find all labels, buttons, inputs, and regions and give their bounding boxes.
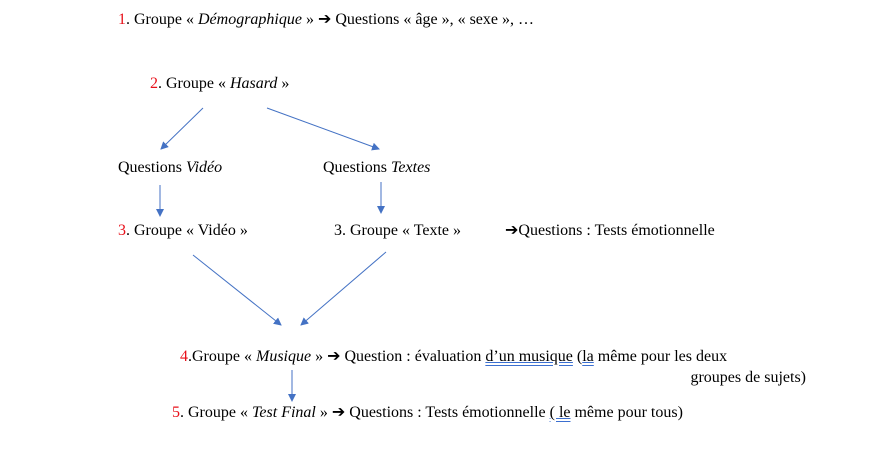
text: Questions : Tests émotionnelle bbox=[518, 222, 715, 239]
texte-questions: ➔Questions : Tests émotionnelle bbox=[505, 222, 715, 240]
arrow-texte-to-musique bbox=[300, 251, 387, 326]
text: Questions : Tests émotionnelle bbox=[345, 404, 550, 421]
step-number: 5 bbox=[172, 404, 180, 421]
text: . Groupe « Vidéo » bbox=[126, 222, 248, 239]
arrow-right-icon: ➔ bbox=[327, 348, 341, 365]
group-name: Test Final bbox=[251, 404, 316, 421]
text: . Groupe « bbox=[180, 404, 252, 421]
group-name: Hasard bbox=[229, 75, 278, 92]
branch-name: Vidéo bbox=[186, 159, 223, 176]
branch-name: Textes bbox=[391, 159, 431, 176]
text: ( bbox=[572, 348, 583, 365]
group-name: Musique bbox=[255, 348, 312, 365]
text: » bbox=[301, 11, 318, 28]
step-1-demographique: 1. Groupe « Démographique » ➔ Questions … bbox=[118, 11, 534, 29]
arrow-video-to-musique bbox=[192, 254, 282, 326]
text: . Groupe « bbox=[158, 75, 230, 92]
group-name: Démographique bbox=[197, 11, 302, 28]
step-3-texte: 3. Groupe « Texte » bbox=[334, 222, 461, 239]
arrow-right-icon: ➔ bbox=[505, 222, 519, 239]
arrow-hasard-to-textes bbox=[266, 107, 380, 151]
arrow-right-icon: ➔ bbox=[317, 11, 332, 28]
text: Questions bbox=[323, 159, 391, 176]
step-4-wrap: groupes de sujets) bbox=[690, 369, 806, 386]
arrow-hasard-to-video bbox=[160, 107, 204, 150]
step-2-hasard: 2. Groupe « Hasard » bbox=[150, 75, 289, 93]
text: Question : évaluation bbox=[340, 348, 486, 365]
text: . Groupe « bbox=[126, 11, 198, 28]
step-number: 4 bbox=[180, 348, 188, 365]
text: même pour tous) bbox=[570, 404, 683, 421]
step-3-video: 3. Groupe « Vidéo » bbox=[118, 222, 248, 240]
grammar-flag[interactable]: d’un musique bbox=[485, 348, 573, 365]
text: Questions « âge », « sexe », … bbox=[331, 11, 535, 28]
branch-video-questions: Questions Vidéo bbox=[118, 159, 222, 177]
text: » bbox=[315, 404, 332, 421]
branch-textes-questions: Questions Textes bbox=[323, 159, 430, 177]
text: .Groupe « bbox=[188, 348, 256, 365]
text: » bbox=[311, 348, 328, 365]
text: même pour les deux bbox=[593, 348, 728, 365]
step-number: 3 bbox=[118, 222, 126, 239]
arrow-right-icon: ➔ bbox=[331, 404, 346, 421]
grammar-flag[interactable]: ( le bbox=[549, 404, 571, 421]
text: » bbox=[277, 75, 290, 92]
step-4-musique: 4.Groupe « Musique » ➔ Question : évalua… bbox=[180, 348, 727, 366]
grammar-flag[interactable]: la bbox=[582, 348, 594, 365]
step-number: 2 bbox=[150, 75, 158, 92]
step-5-test-final: 5. Groupe « Test Final » ➔ Questions : T… bbox=[172, 404, 683, 422]
step-number: 1 bbox=[118, 11, 126, 28]
text: Questions bbox=[118, 159, 186, 176]
